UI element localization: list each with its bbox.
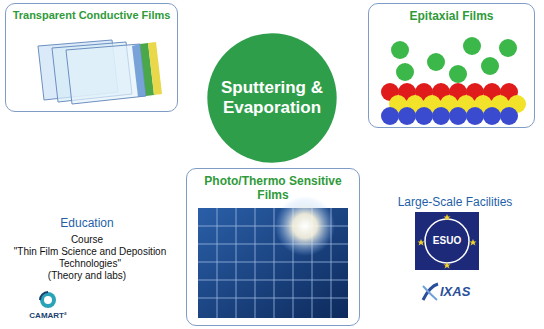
logo-arc — [40, 292, 48, 300]
star — [418, 239, 425, 246]
adatom — [449, 65, 467, 83]
atom — [432, 107, 450, 125]
section-heading: Large-Scale Facilities — [380, 195, 530, 209]
esuo-logo — [415, 212, 479, 270]
logo-disc — [40, 292, 56, 308]
sun-glow — [275, 196, 335, 256]
film-box: Photo/Thermo Sensitive Films — [186, 168, 360, 326]
solar-panel — [198, 196, 348, 318]
process-circle: Sputtering & Evaporation — [206, 32, 338, 164]
box-title: Photo/Thermo Sensitive Films — [187, 169, 359, 203]
star — [444, 262, 451, 269]
epitaxial-atoms — [381, 37, 526, 125]
section-heading: Education — [20, 216, 154, 230]
adatom — [427, 53, 445, 71]
star — [444, 214, 451, 221]
atom — [483, 107, 501, 125]
adatom — [396, 63, 414, 81]
box-title: Epitaxial Films — [369, 4, 534, 23]
star — [470, 239, 477, 246]
adatom — [499, 39, 517, 57]
film-layer — [132, 44, 146, 97]
adatom — [481, 57, 499, 75]
camart-logo — [40, 292, 56, 308]
glass-sheet — [66, 44, 146, 104]
logo-text: CAMART² — [18, 311, 78, 321]
logo-swoosh — [423, 286, 437, 300]
course-note: (Theory and labs) — [20, 270, 154, 282]
atom — [381, 107, 399, 125]
film-layer — [148, 42, 162, 95]
logo-text: IXAS — [440, 284, 510, 300]
atom — [466, 107, 484, 125]
logo-square — [415, 212, 479, 270]
logo-swoosh — [423, 284, 438, 300]
atom — [500, 107, 518, 125]
atom — [415, 107, 433, 125]
adatom — [391, 41, 409, 59]
transparent-sheets — [38, 40, 162, 104]
process-title: Sputtering & Evaporation — [206, 78, 338, 119]
atom — [449, 107, 467, 125]
circle-fill — [207, 33, 336, 162]
atom — [398, 107, 416, 125]
adatom — [463, 37, 481, 55]
course-title: "Thin Film Science and Deposition Techno… — [5, 246, 175, 270]
ixas-logo — [423, 284, 438, 300]
logo-dot — [44, 296, 52, 304]
box-title: Transparent Conductive Films — [6, 4, 177, 22]
course-label: Course — [20, 234, 154, 246]
logo-text: ESUO — [422, 235, 472, 247]
film-box: Epitaxial Films — [368, 3, 535, 128]
film-box: Transparent Conductive Films — [5, 3, 178, 112]
